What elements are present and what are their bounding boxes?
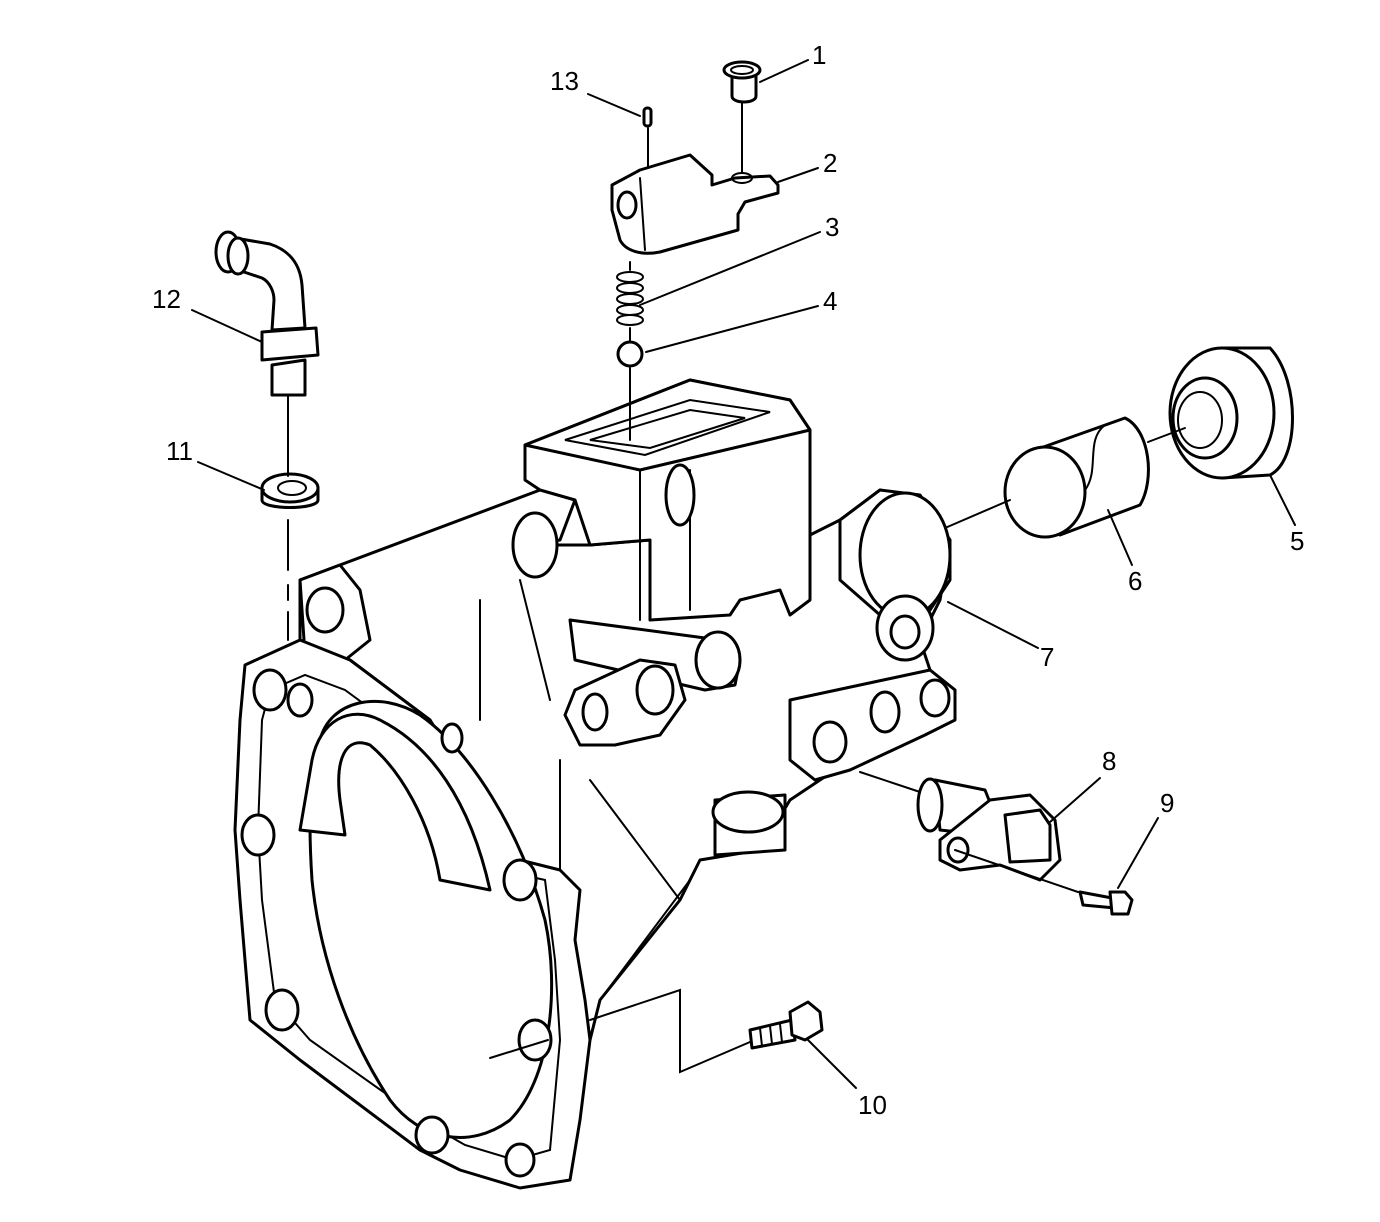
- callout-11: 11: [166, 436, 193, 466]
- callout-4: 4: [823, 286, 837, 316]
- callout-2: 2: [823, 148, 837, 178]
- part-vent-tube: [214, 230, 320, 397]
- callout-13: 13: [550, 66, 579, 96]
- callout-7: 7: [1040, 642, 1054, 672]
- callout-10: 10: [858, 1090, 887, 1120]
- part-spring: [616, 271, 644, 326]
- part-lever-housing: [610, 153, 780, 255]
- part-housing-bolt: [748, 1000, 824, 1050]
- part-sensor-bolt: [1078, 890, 1134, 916]
- part-ball: [616, 340, 644, 368]
- callout-8: 8: [1102, 746, 1116, 776]
- callout-12: 12: [152, 284, 181, 314]
- part-plug: [722, 60, 762, 104]
- transmission-housing: [233, 378, 957, 1190]
- callout-5: 5: [1290, 526, 1304, 556]
- part-seal: [260, 472, 320, 509]
- callout-pointers: [191, 59, 1296, 1089]
- part-bushing: [1003, 416, 1150, 539]
- callout-9: 9: [1160, 788, 1174, 818]
- callout-6: 6: [1128, 566, 1142, 596]
- callout-labels: 1 2 3 4 5 6 7 8 9 10 11 12 13: [152, 40, 1304, 1120]
- part-oil-seal: [1168, 346, 1294, 480]
- callout-3: 3: [825, 212, 839, 242]
- leader-lines: [287, 101, 1186, 1074]
- part-roll-pin: [642, 106, 653, 128]
- callout-1: 1: [812, 40, 826, 70]
- part-speed-sensor: [916, 777, 1062, 882]
